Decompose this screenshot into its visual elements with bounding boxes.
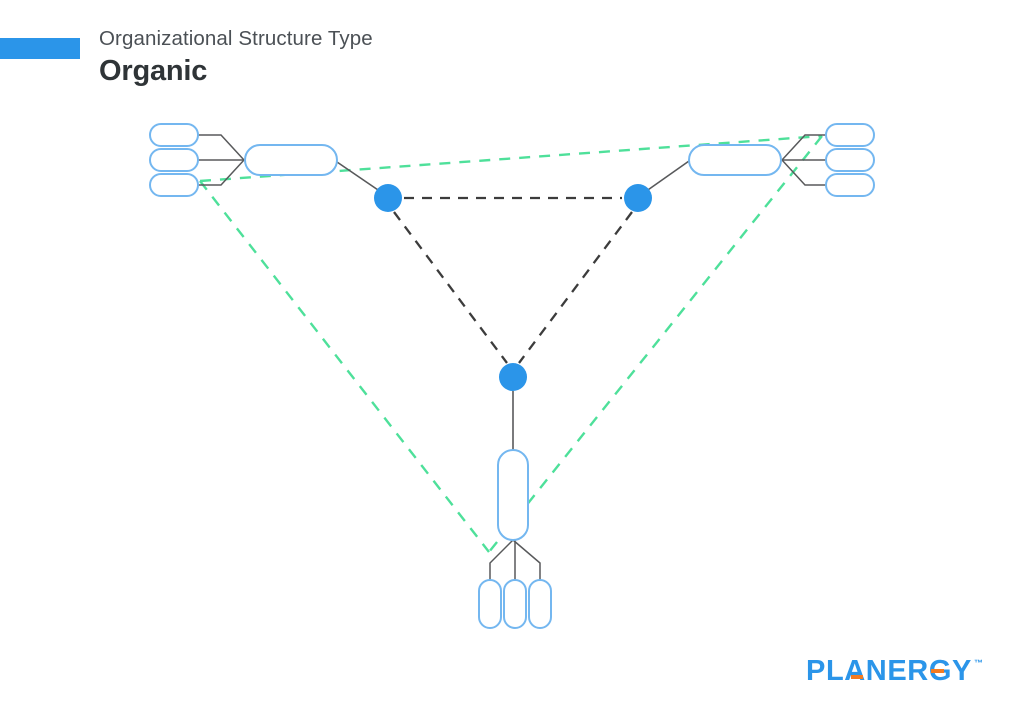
cluster-right-child-pill <box>825 173 875 197</box>
cluster-bottom-child-pill <box>478 579 502 629</box>
cluster-bottom-connectors <box>489 539 541 580</box>
outer-link-left <box>199 180 490 553</box>
cluster-left-parent-pill <box>244 144 338 176</box>
hub-node-left <box>374 184 402 212</box>
hub-node-right <box>624 184 652 212</box>
link-left-to-bottom <box>393 211 508 364</box>
link-right-to-bottom <box>518 211 633 364</box>
page-header: Organizational Structure Type Organic <box>99 26 373 89</box>
cluster-left-stem <box>336 161 382 193</box>
inner-link-group <box>393 196 633 364</box>
cluster-left-child-pill <box>149 148 199 172</box>
brand-logo: PLANERGY ™ <box>806 656 983 686</box>
logo-accent-a-crossbar <box>851 675 863 679</box>
cluster-right <box>644 123 875 197</box>
outer-link-right <box>488 135 823 553</box>
cluster-left-child-pill <box>149 123 199 147</box>
cluster-right-connectors <box>781 134 826 186</box>
brand-logo-wordmark: PLANERGY <box>806 655 972 687</box>
brand-trademark-symbol: ™ <box>973 658 983 668</box>
cluster-left-child-pill <box>149 173 199 197</box>
cluster-right-child-pill <box>825 123 875 147</box>
cluster-right-stem <box>644 160 690 193</box>
cluster-right-parent-pill <box>688 144 782 176</box>
cluster-right-child-pill <box>825 148 875 172</box>
cluster-left <box>149 123 382 197</box>
header-eyebrow: Organizational Structure Type <box>99 27 373 50</box>
cluster-left-connectors <box>198 134 245 186</box>
cluster-bottom <box>478 391 552 629</box>
logo-accent-g-bar <box>931 669 944 673</box>
cluster-bottom-child-pill <box>528 579 552 629</box>
header-accent-bar <box>0 38 80 59</box>
page-title: Organic <box>99 55 208 87</box>
cluster-bottom-child-pill <box>503 579 527 629</box>
cluster-bottom-parent-pill <box>497 449 529 541</box>
hub-node-bottom <box>499 363 527 391</box>
